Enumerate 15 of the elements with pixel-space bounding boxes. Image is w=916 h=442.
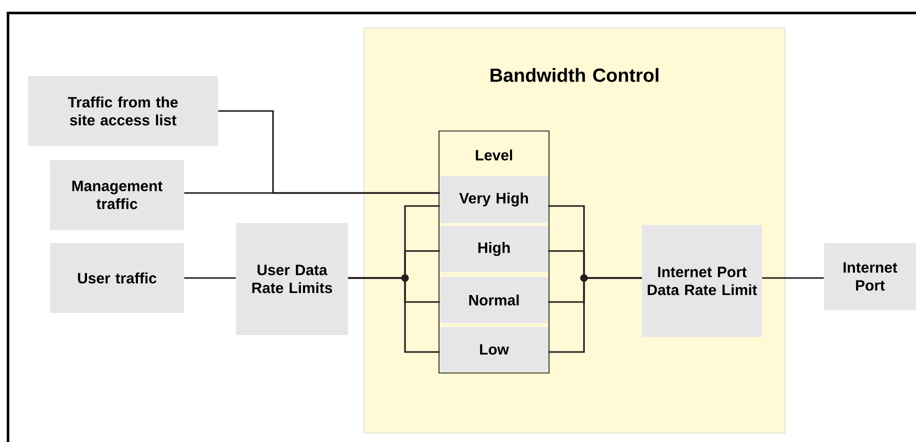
level-cell: Very High [440, 176, 548, 223]
connector-line [184, 277, 236, 279]
port-box: Internet Port [824, 243, 916, 310]
level-cell: Low [440, 327, 548, 372]
limit-box: User Data Rate Limits [236, 223, 348, 335]
connector-line [348, 277, 440, 353]
limit-box: Internet Port Data Rate Limit [642, 225, 762, 337]
connector-line [762, 277, 824, 279]
source-box: User traffic [50, 243, 184, 313]
level-cell: High [440, 226, 548, 272]
connector-line [184, 192, 440, 194]
source-box: Traffic from the site access list [28, 76, 218, 146]
connector-line [548, 277, 642, 353]
level-cell: Normal [440, 277, 548, 323]
source-box: Management traffic [50, 160, 184, 230]
